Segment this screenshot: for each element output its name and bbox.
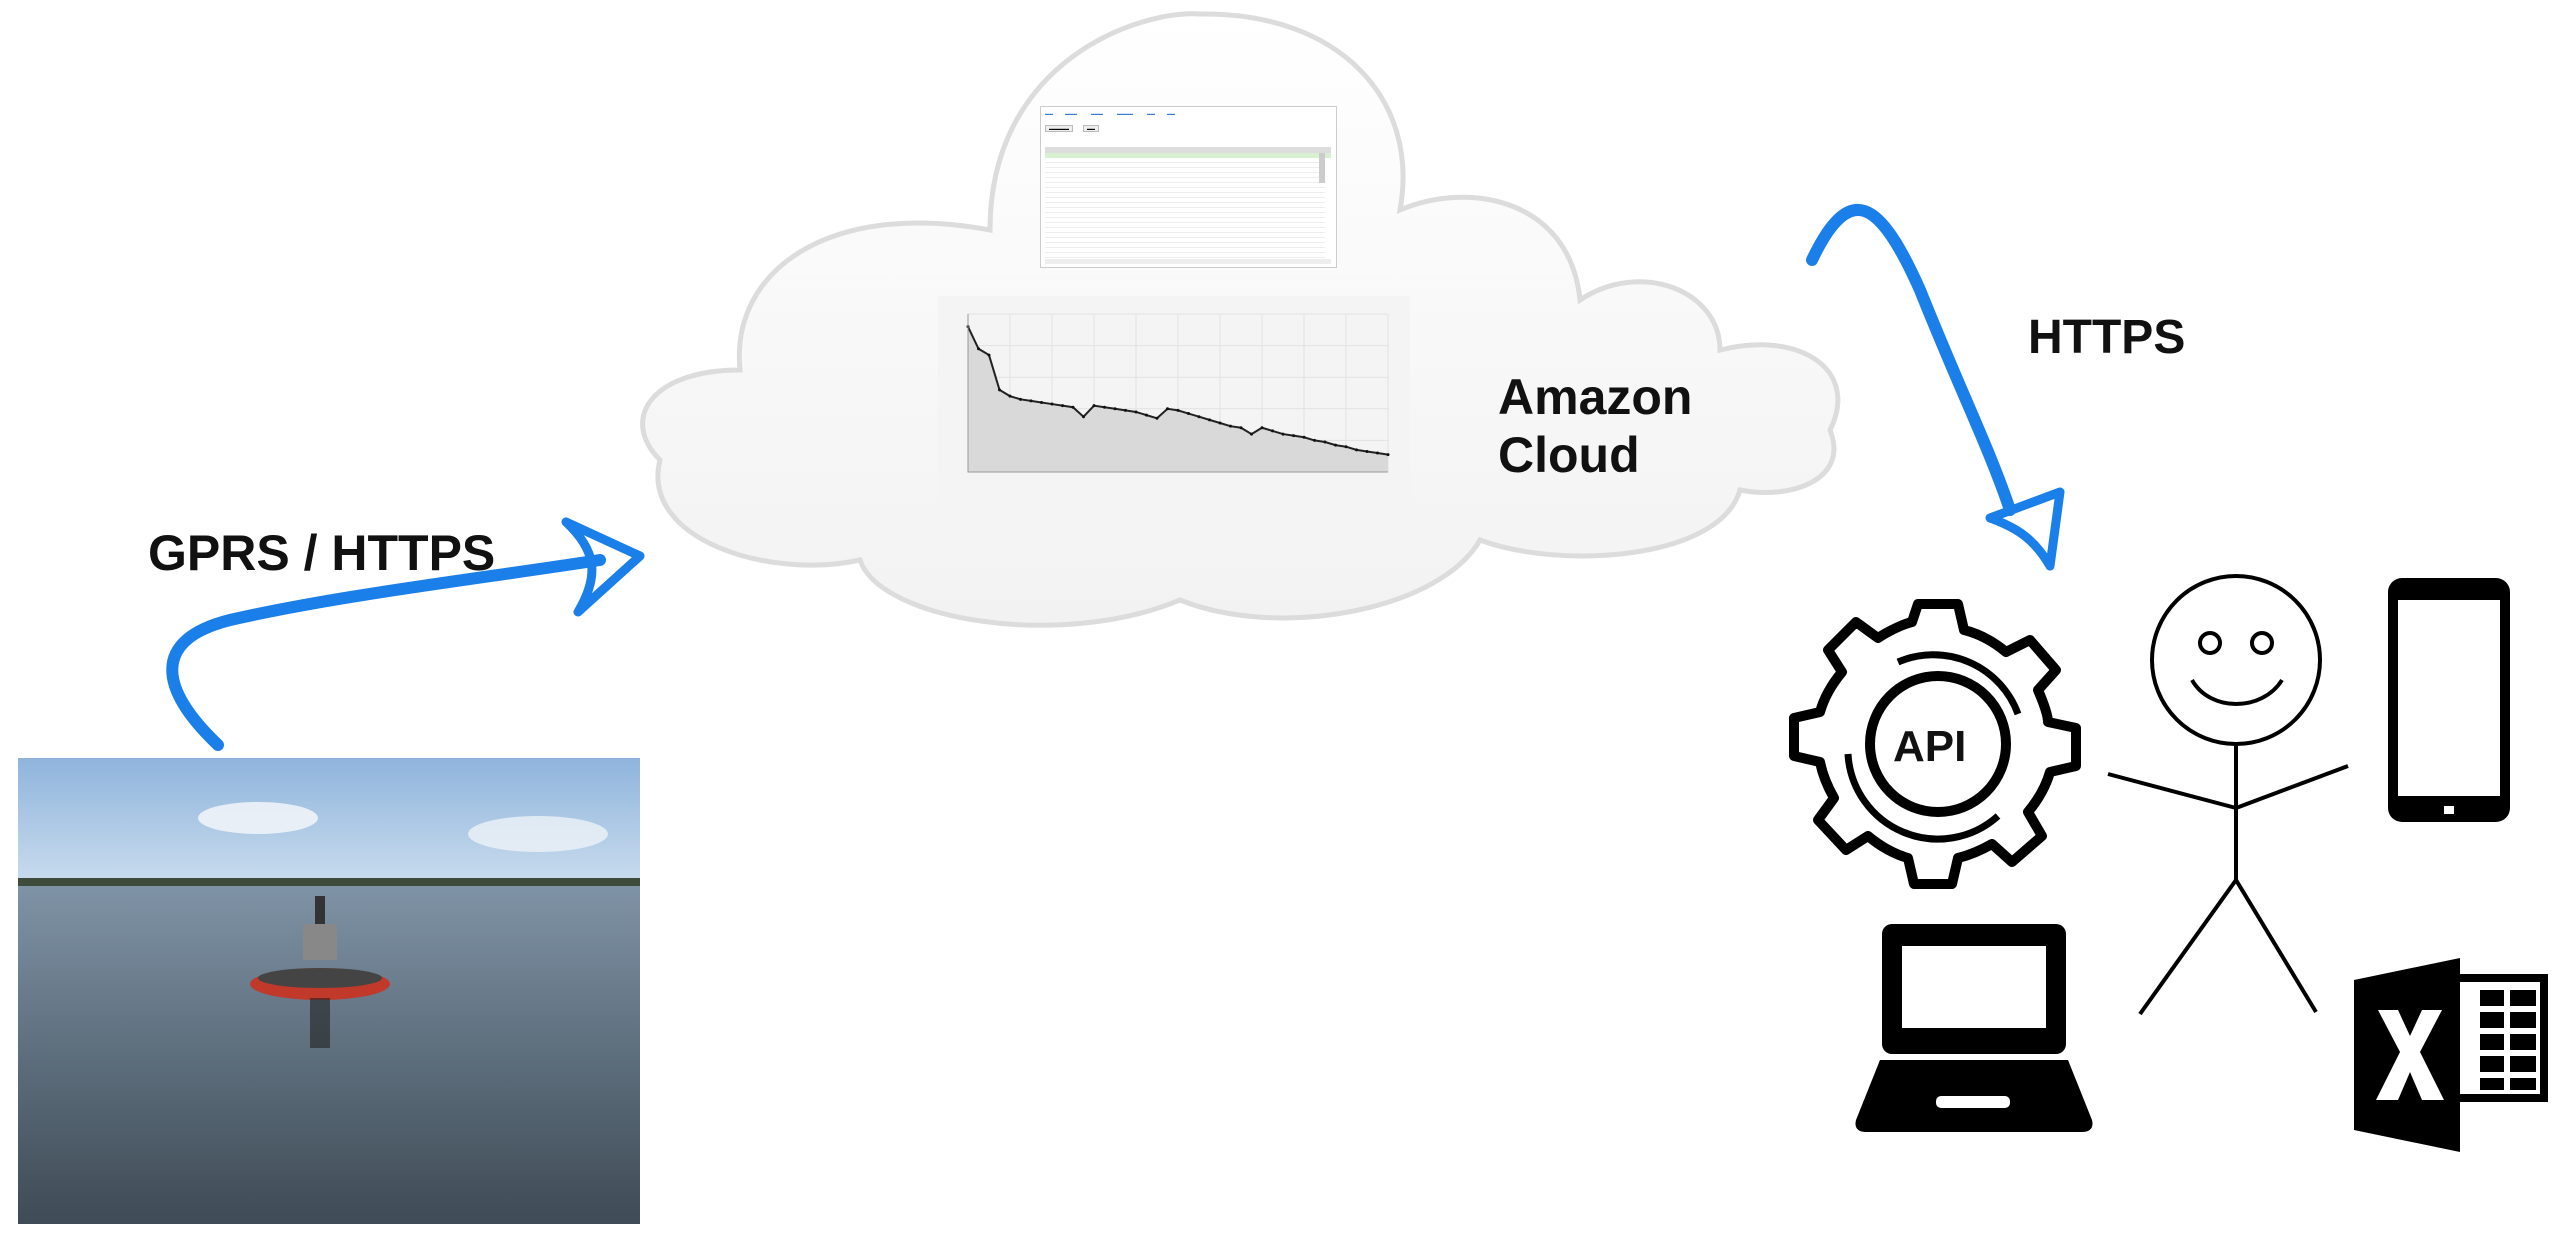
- tab-3: ▬▬▬: [1091, 111, 1103, 116]
- chart-point: [1071, 405, 1075, 409]
- cloud-data-chart: [938, 296, 1410, 510]
- chart-point: [1187, 412, 1190, 416]
- chart-point: [1103, 405, 1106, 409]
- tab-6: ▬▬: [1167, 111, 1175, 116]
- chart-point: [1208, 418, 1211, 422]
- laptop-icon: [1855, 924, 2093, 1132]
- tab-5: ▬▬: [1147, 111, 1155, 116]
- excel-icon: [2354, 958, 2548, 1152]
- chart-axes: [967, 314, 1388, 473]
- gprs-arrow: [166, 554, 606, 751]
- chart-svg: [966, 313, 1390, 473]
- mock-button-1: ▬▬▬▬▬: [1045, 125, 1073, 132]
- gear-api-icon: [1789, 599, 2081, 889]
- chart-point: [1082, 415, 1085, 419]
- chart-point: [1376, 451, 1379, 455]
- chart-area: [968, 326, 1388, 472]
- gprs-https-label: GPRS / HTTPS: [148, 525, 496, 581]
- chart-point: [1134, 410, 1138, 414]
- chart-point: [1155, 416, 1159, 420]
- chart-point: [1092, 404, 1096, 408]
- chart-point: [1365, 449, 1369, 453]
- chart-point: [1386, 453, 1390, 457]
- chart-point: [1355, 448, 1358, 452]
- tab-2: ▬▬▬: [1065, 111, 1077, 116]
- chart-point: [1176, 408, 1180, 412]
- https-arrowhead-icon: [1985, 487, 2065, 571]
- table-footer: [1045, 259, 1331, 264]
- api-label: API: [1893, 722, 1967, 771]
- chart-point: [977, 347, 980, 351]
- cloud-label: Cloud: [1498, 427, 1640, 483]
- chart-point: [1250, 432, 1253, 436]
- chart-point: [1050, 402, 1054, 406]
- table-scrollbar: [1319, 153, 1325, 183]
- chart-point: [998, 388, 1001, 392]
- chart-point: [1061, 404, 1064, 408]
- chart-point: [1019, 397, 1022, 401]
- buoy-lake-photo: [18, 758, 640, 1224]
- chart-point: [1323, 440, 1327, 444]
- chart-point: [1145, 413, 1148, 417]
- chart-point: [1302, 435, 1306, 439]
- smartphone-icon: [2388, 578, 2510, 822]
- chart-point: [987, 353, 991, 357]
- chart-point: [1334, 443, 1337, 447]
- chart-point: [1218, 421, 1222, 425]
- gprs-arrowhead-icon: [561, 517, 645, 617]
- mock-button-2: ▬▬: [1083, 125, 1099, 132]
- chart-point: [1124, 408, 1127, 412]
- chart-point: [1281, 432, 1285, 436]
- chart-point: [1029, 399, 1033, 403]
- chart-point: [1197, 415, 1201, 419]
- chart-point: [1008, 394, 1012, 398]
- chart-point: [1271, 429, 1274, 433]
- table-rows: [1045, 158, 1325, 258]
- chart-point: [1239, 426, 1243, 430]
- https-label: HTTPS: [2028, 311, 2186, 364]
- table-row-selected: [1045, 153, 1331, 158]
- chart-point: [1166, 407, 1169, 411]
- chart-point: [1040, 400, 1043, 404]
- table-header: [1045, 147, 1331, 153]
- chart-point: [1292, 434, 1295, 438]
- https-arrow: [1806, 204, 2016, 516]
- amazon-label: Amazon: [1498, 369, 1693, 425]
- stick-figure-icon: [2107, 574, 2349, 1016]
- web-app-screenshot: ▬▬ ▬▬▬ ▬▬▬ ▬▬▬▬ ▬▬ ▬▬ ▬▬▬▬▬ ▬▬: [1040, 106, 1337, 268]
- amazon-cloud-label: Amazon Cloud: [1498, 368, 1692, 484]
- tab-4: ▬▬▬▬: [1117, 111, 1133, 116]
- buoy-photo-svg: [18, 758, 640, 1224]
- tab-1: ▬▬: [1045, 111, 1053, 116]
- chart-point: [1313, 438, 1316, 442]
- chart-point: [1229, 424, 1232, 428]
- chart-point: [1344, 445, 1348, 449]
- chart-point: [1113, 407, 1117, 411]
- chart-point: [1260, 426, 1264, 430]
